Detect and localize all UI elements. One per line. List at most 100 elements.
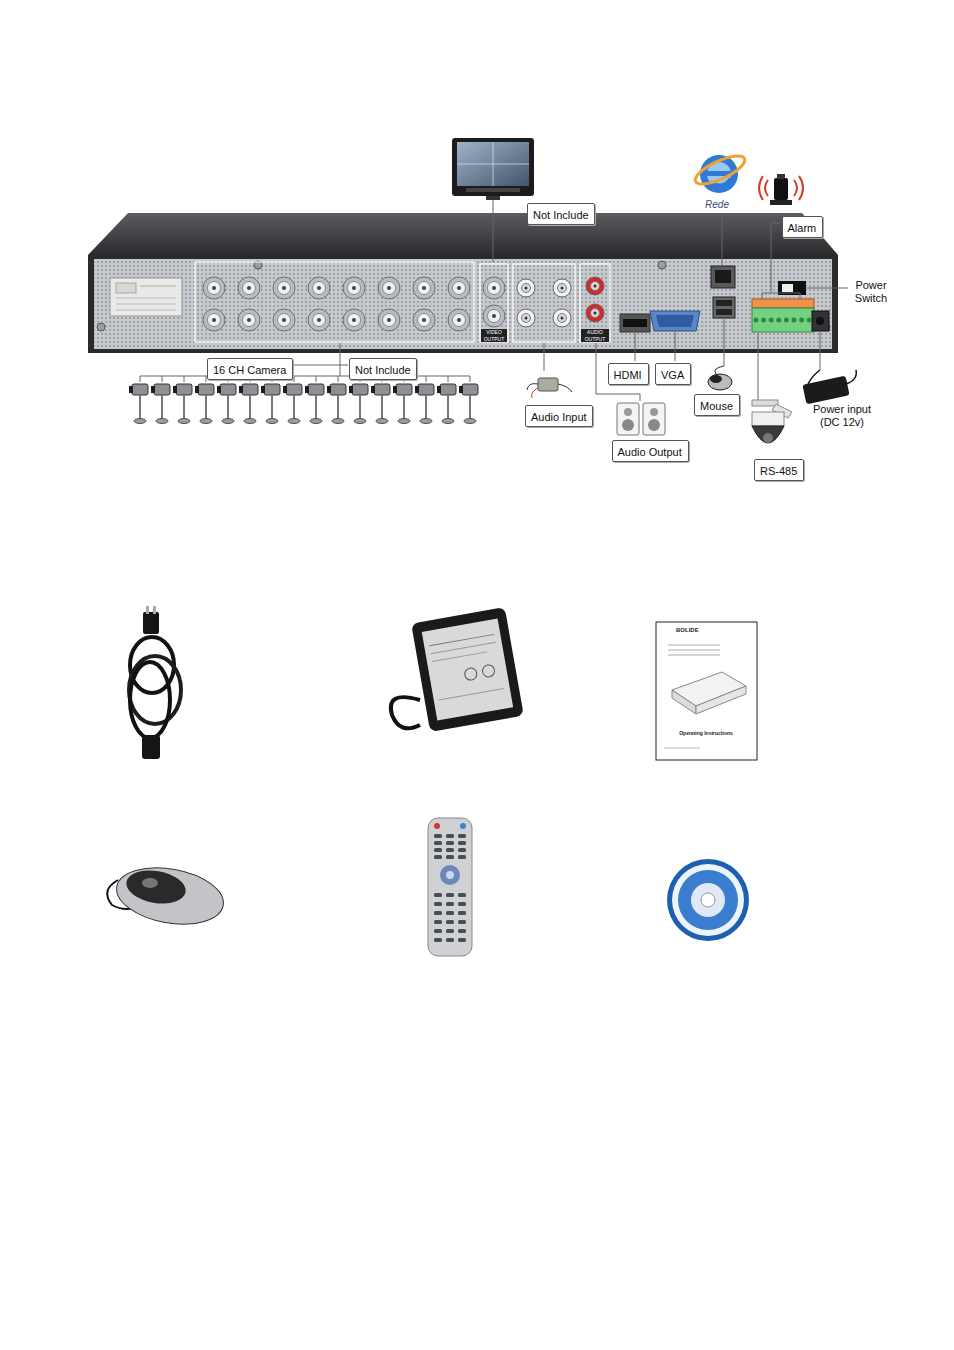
dvr-body bbox=[88, 213, 838, 353]
camera bbox=[330, 384, 346, 395]
remote-button bbox=[458, 841, 466, 845]
bnc-jack bbox=[203, 277, 225, 299]
speakers bbox=[643, 403, 665, 435]
remote-button bbox=[446, 834, 454, 838]
camera bbox=[426, 376, 427, 382]
remote-control bbox=[460, 823, 466, 829]
bnc-jack bbox=[488, 310, 501, 323]
camera bbox=[305, 386, 309, 393]
dvr-body bbox=[116, 310, 176, 311]
alarm-icon bbox=[799, 176, 803, 200]
ac-adapter bbox=[432, 652, 487, 662]
rca-jack bbox=[591, 282, 600, 291]
bnc-jack bbox=[343, 277, 365, 299]
camera bbox=[310, 419, 322, 424]
camera bbox=[338, 376, 339, 382]
rca-jack bbox=[561, 317, 564, 320]
bnc-jack bbox=[247, 286, 251, 290]
remote-button bbox=[458, 902, 466, 906]
camera bbox=[469, 395, 471, 418]
camera-row bbox=[129, 376, 478, 424]
rear-ports bbox=[812, 311, 829, 331]
ptz-camera bbox=[752, 412, 784, 426]
camera bbox=[403, 395, 405, 418]
bnc-jack bbox=[492, 286, 496, 290]
cd-disc bbox=[701, 893, 715, 907]
camera bbox=[352, 384, 368, 395]
camera bbox=[470, 376, 471, 382]
dvr-body bbox=[116, 304, 176, 305]
label-box: Mouse bbox=[694, 394, 740, 416]
bnc-jack bbox=[352, 318, 356, 322]
camera bbox=[286, 384, 302, 395]
camera bbox=[151, 386, 155, 393]
camera bbox=[198, 384, 214, 395]
camera bbox=[371, 386, 375, 393]
remote-button bbox=[446, 920, 454, 924]
ac-adapter bbox=[422, 619, 513, 721]
rca-jack bbox=[594, 285, 597, 288]
label-box: VGA bbox=[655, 363, 691, 385]
bnc-jack bbox=[383, 314, 396, 327]
camera bbox=[316, 376, 317, 382]
box-text: Alarm bbox=[788, 222, 817, 234]
camera bbox=[261, 386, 265, 393]
camera bbox=[315, 395, 317, 418]
ac-adapter bbox=[464, 667, 478, 681]
camera bbox=[393, 376, 412, 424]
camera bbox=[371, 376, 390, 424]
remote-button bbox=[434, 929, 442, 933]
camera bbox=[393, 386, 397, 393]
camera bbox=[161, 395, 163, 418]
ptz-camera bbox=[752, 400, 792, 443]
camera bbox=[374, 384, 390, 395]
bnc-jack bbox=[243, 314, 256, 327]
manual bbox=[668, 650, 720, 651]
bnc-jack bbox=[278, 314, 291, 327]
camera bbox=[415, 386, 419, 393]
bnc-jack bbox=[203, 309, 225, 331]
monitor bbox=[457, 164, 529, 165]
remote-button bbox=[446, 893, 454, 897]
bnc-jack bbox=[387, 286, 391, 290]
rca-jack bbox=[558, 284, 567, 293]
rca-jack bbox=[517, 279, 535, 297]
camera bbox=[359, 395, 361, 418]
rca-jack bbox=[586, 304, 604, 322]
leader-lines bbox=[635, 333, 636, 361]
rca-jack bbox=[517, 309, 535, 327]
bnc-jack bbox=[448, 309, 470, 331]
bnc-jack bbox=[448, 309, 470, 331]
bnc-jack bbox=[383, 282, 396, 295]
label-text: BOLIDE bbox=[676, 627, 716, 634]
leader-lines bbox=[724, 319, 725, 366]
cd-disc bbox=[672, 864, 744, 936]
text-label: Operating Instructions bbox=[661, 731, 751, 737]
bnc-jack bbox=[413, 277, 435, 299]
cd-disc bbox=[691, 883, 725, 917]
bnc-jack bbox=[492, 314, 496, 318]
rca-jack bbox=[553, 309, 571, 327]
bnc-jack bbox=[387, 318, 391, 322]
camera bbox=[308, 384, 324, 395]
dvr-body bbox=[116, 283, 136, 293]
bnc-jack bbox=[413, 309, 435, 331]
bnc-jack bbox=[282, 318, 286, 322]
bnc-jack bbox=[348, 314, 361, 327]
remote-control bbox=[428, 818, 472, 956]
power-cord bbox=[146, 606, 149, 614]
remote-button bbox=[446, 855, 454, 859]
leader-lines bbox=[820, 332, 821, 370]
label-text: Power input (DC 12v) bbox=[805, 403, 879, 428]
remote-control bbox=[440, 865, 460, 885]
rca-jack bbox=[586, 304, 604, 322]
dvr-body bbox=[580, 264, 610, 342]
camera bbox=[437, 376, 456, 424]
manual bbox=[664, 748, 700, 749]
power-adapter-icon bbox=[802, 370, 856, 404]
internet-icon bbox=[692, 150, 749, 193]
box-text: Mouse bbox=[700, 400, 733, 412]
cd-disc bbox=[678, 870, 738, 930]
rear-ports bbox=[620, 314, 650, 332]
